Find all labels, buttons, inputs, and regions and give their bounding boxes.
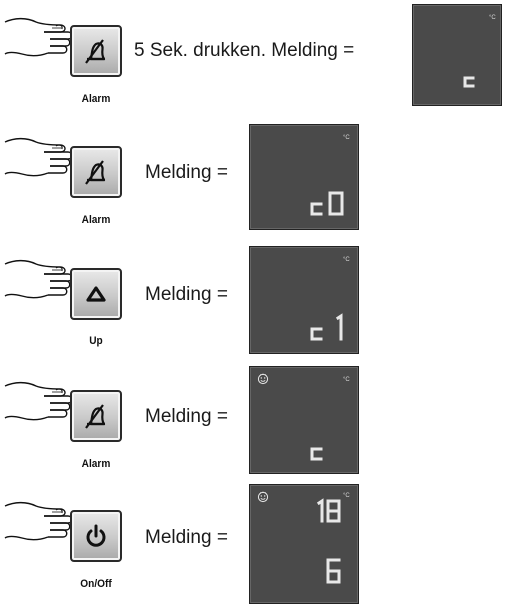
hand-press-icon: [4, 378, 76, 430]
alarm-button[interactable]: [70, 25, 122, 77]
lower-digits: [310, 313, 343, 341]
message-text: 5 Sek. drukken. Melding =: [134, 40, 355, 61]
unit-label: °C: [343, 377, 350, 383]
button-label: Alarm: [81, 214, 111, 226]
display-content: °C: [310, 135, 350, 216]
smiley-icon: [257, 491, 269, 503]
alarm-button[interactable]: [70, 146, 122, 198]
hand-press-icon: [4, 134, 76, 186]
lower-digits: [463, 76, 475, 88]
step-2: Alarm Melding = °C: [0, 122, 513, 232]
unit-label: °C: [343, 493, 350, 499]
message-text: Melding =: [145, 406, 228, 427]
alarm-off-icon: [83, 159, 109, 185]
display-panel: °C: [249, 246, 359, 354]
lower-digits: [326, 558, 341, 584]
message-text: Melding =: [145, 527, 228, 548]
hand-press-icon: [4, 498, 76, 550]
up-arrow-icon: [83, 281, 109, 307]
display-panel: °C: [249, 484, 359, 604]
step-3: Up Melding = °C: [0, 242, 513, 354]
lower-digits: [310, 447, 323, 461]
hand-press-icon: [4, 256, 76, 308]
display-panel: °C: [249, 124, 359, 230]
button-label: On/Off: [80, 578, 112, 590]
display-panel: °C: [249, 366, 359, 474]
on-off-button[interactable]: [70, 510, 122, 562]
upper-digits: [316, 498, 341, 523]
unit-label: °C: [343, 257, 350, 263]
button-label: Alarm: [81, 93, 111, 105]
alarm-button[interactable]: [70, 390, 122, 442]
lower-digits: [310, 191, 344, 216]
step-1: Alarm 5 Sek. drukken. Melding = °C: [0, 0, 513, 112]
up-button[interactable]: [70, 268, 122, 320]
alarm-off-icon: [83, 403, 109, 429]
button-label: Up: [89, 335, 103, 347]
display-content: °C: [310, 257, 350, 341]
message-text: Melding =: [145, 284, 228, 305]
button-label: Alarm: [81, 458, 111, 470]
unit-label: °C: [343, 135, 350, 141]
smiley-icon: [257, 373, 269, 385]
unit-label: °C: [489, 15, 496, 21]
display-content: °C: [257, 373, 350, 461]
power-icon: [83, 523, 109, 549]
display-panel: °C: [412, 4, 502, 106]
hand-press-icon: [4, 14, 76, 66]
message-text: Melding =: [145, 162, 228, 183]
display-content: °C: [257, 491, 350, 584]
alarm-off-icon: [83, 38, 109, 64]
step-4: Alarm Melding = °C: [0, 362, 513, 478]
display-content: °C: [463, 15, 496, 88]
step-5: On/Off Melding = °C: [0, 482, 513, 606]
